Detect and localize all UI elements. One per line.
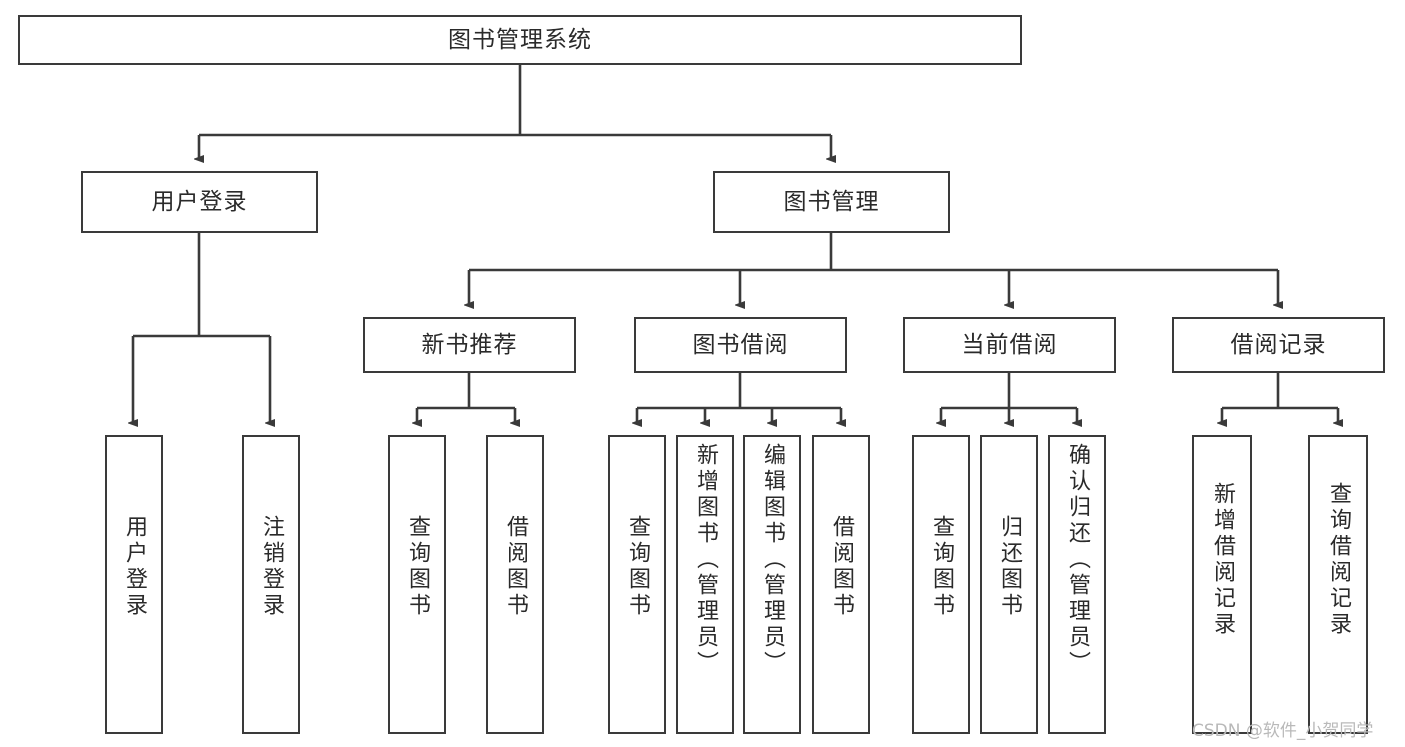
node-user-login[interactable]: 用户登录 — [81, 171, 318, 233]
node-label: 借阅图书 — [503, 515, 528, 619]
node-label: 借阅图书 — [829, 515, 854, 619]
node-label: 借阅记录 — [1230, 331, 1327, 358]
leaf-borrow-book-new[interactable]: 借阅图书 — [486, 435, 544, 734]
leaf-user-login[interactable]: 用户登录 — [105, 435, 163, 734]
node-book-borrow[interactable]: 图书借阅 — [634, 317, 847, 373]
node-new-book-recommend[interactable]: 新书推荐 — [363, 317, 576, 373]
node-label: 查询图书 — [405, 515, 430, 619]
node-label: 查询图书 — [929, 515, 954, 619]
leaf-return-book[interactable]: 归还图书 — [980, 435, 1038, 734]
node-label: 图书管理 — [783, 188, 880, 215]
leaf-query-book-current[interactable]: 查询图书 — [912, 435, 970, 734]
leaf-query-book-borrow[interactable]: 查询图书 — [608, 435, 666, 734]
node-label: 查询图书 — [625, 515, 650, 619]
node-label: 归还图书 — [997, 515, 1022, 619]
node-label: 当前借阅 — [961, 331, 1058, 358]
node-current-borrow[interactable]: 当前借阅 — [903, 317, 1116, 373]
node-borrow-record[interactable]: 借阅记录 — [1172, 317, 1385, 373]
node-label: 编辑图书（管理员） — [760, 443, 785, 677]
node-label: 查询借阅记录 — [1326, 482, 1351, 638]
node-root-system[interactable]: 图书管理系统 — [18, 15, 1022, 65]
node-label: 图书借阅 — [692, 331, 789, 358]
leaf-add-book-admin[interactable]: 新增图书（管理员） — [676, 435, 734, 734]
node-label: 图书管理系统 — [448, 26, 592, 53]
node-label: 新增借阅记录 — [1210, 482, 1235, 638]
leaf-add-borrow-record[interactable]: 新增借阅记录 — [1192, 435, 1252, 734]
node-label: 注销登录 — [259, 515, 284, 619]
leaf-query-book-new[interactable]: 查询图书 — [388, 435, 446, 734]
node-label: 确认归还（管理员） — [1065, 443, 1090, 677]
node-label: 用户登录 — [151, 188, 248, 215]
leaf-logout[interactable]: 注销登录 — [242, 435, 300, 734]
leaf-confirm-return-admin[interactable]: 确认归还（管理员） — [1048, 435, 1106, 734]
leaf-query-borrow-record[interactable]: 查询借阅记录 — [1308, 435, 1368, 734]
node-label: 用户登录 — [122, 515, 147, 619]
node-label: 新增图书（管理员） — [693, 443, 718, 677]
watermark-csdn: CSDN @软件_小贺同学 — [1192, 721, 1374, 741]
leaf-borrow-book[interactable]: 借阅图书 — [812, 435, 870, 734]
leaf-edit-book-admin[interactable]: 编辑图书（管理员） — [743, 435, 801, 734]
node-book-management[interactable]: 图书管理 — [713, 171, 950, 233]
node-label: 新书推荐 — [421, 331, 518, 358]
